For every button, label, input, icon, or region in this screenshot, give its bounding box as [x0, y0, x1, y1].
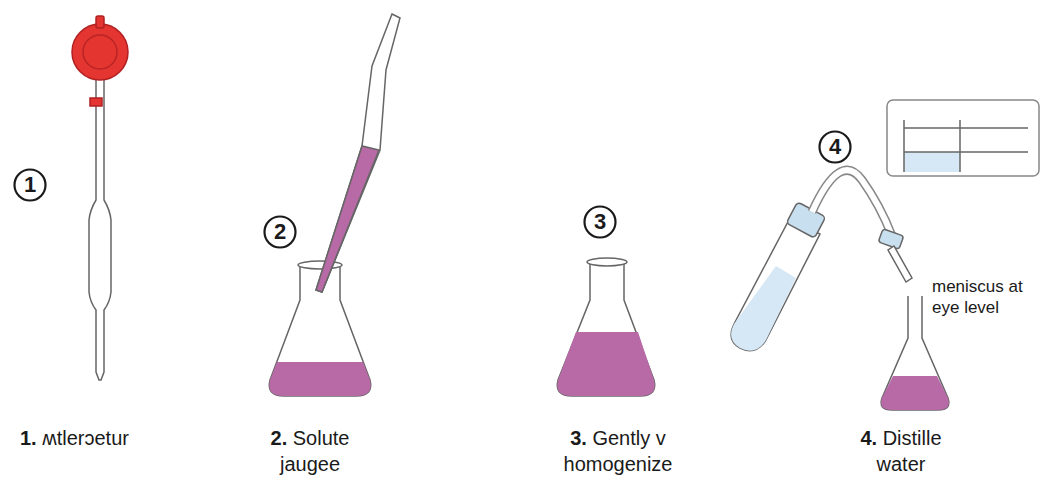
- step-number-circle: 4: [818, 130, 852, 164]
- circle-outline: [820, 132, 851, 163]
- erlenmeyer-flask: [557, 258, 654, 396]
- step-number-circle: 2: [263, 215, 297, 249]
- pipette: [316, 14, 400, 292]
- step-number-circle: 1: [13, 168, 47, 202]
- step-caption: 3. Gently v homogenize: [545, 425, 691, 477]
- step-caption: 1. ʍtlerɔetur: [20, 425, 220, 451]
- wash-setup: [731, 100, 1039, 410]
- callout-number: 4: [829, 136, 841, 158]
- callout-number: 1: [24, 174, 36, 196]
- callout-number: 3: [594, 211, 606, 233]
- circle-outline: [15, 170, 46, 201]
- annotation: meniscus at eye level: [932, 276, 1044, 319]
- step-caption: 4. Distille water: [846, 425, 956, 477]
- callout-number: 2: [274, 221, 286, 243]
- circle-outline: [265, 217, 296, 248]
- step-number-circle: 3: [583, 205, 617, 239]
- pipette: [72, 16, 128, 380]
- circle-outline: [585, 207, 616, 238]
- step-caption: 2. Solute jaugee: [248, 425, 372, 477]
